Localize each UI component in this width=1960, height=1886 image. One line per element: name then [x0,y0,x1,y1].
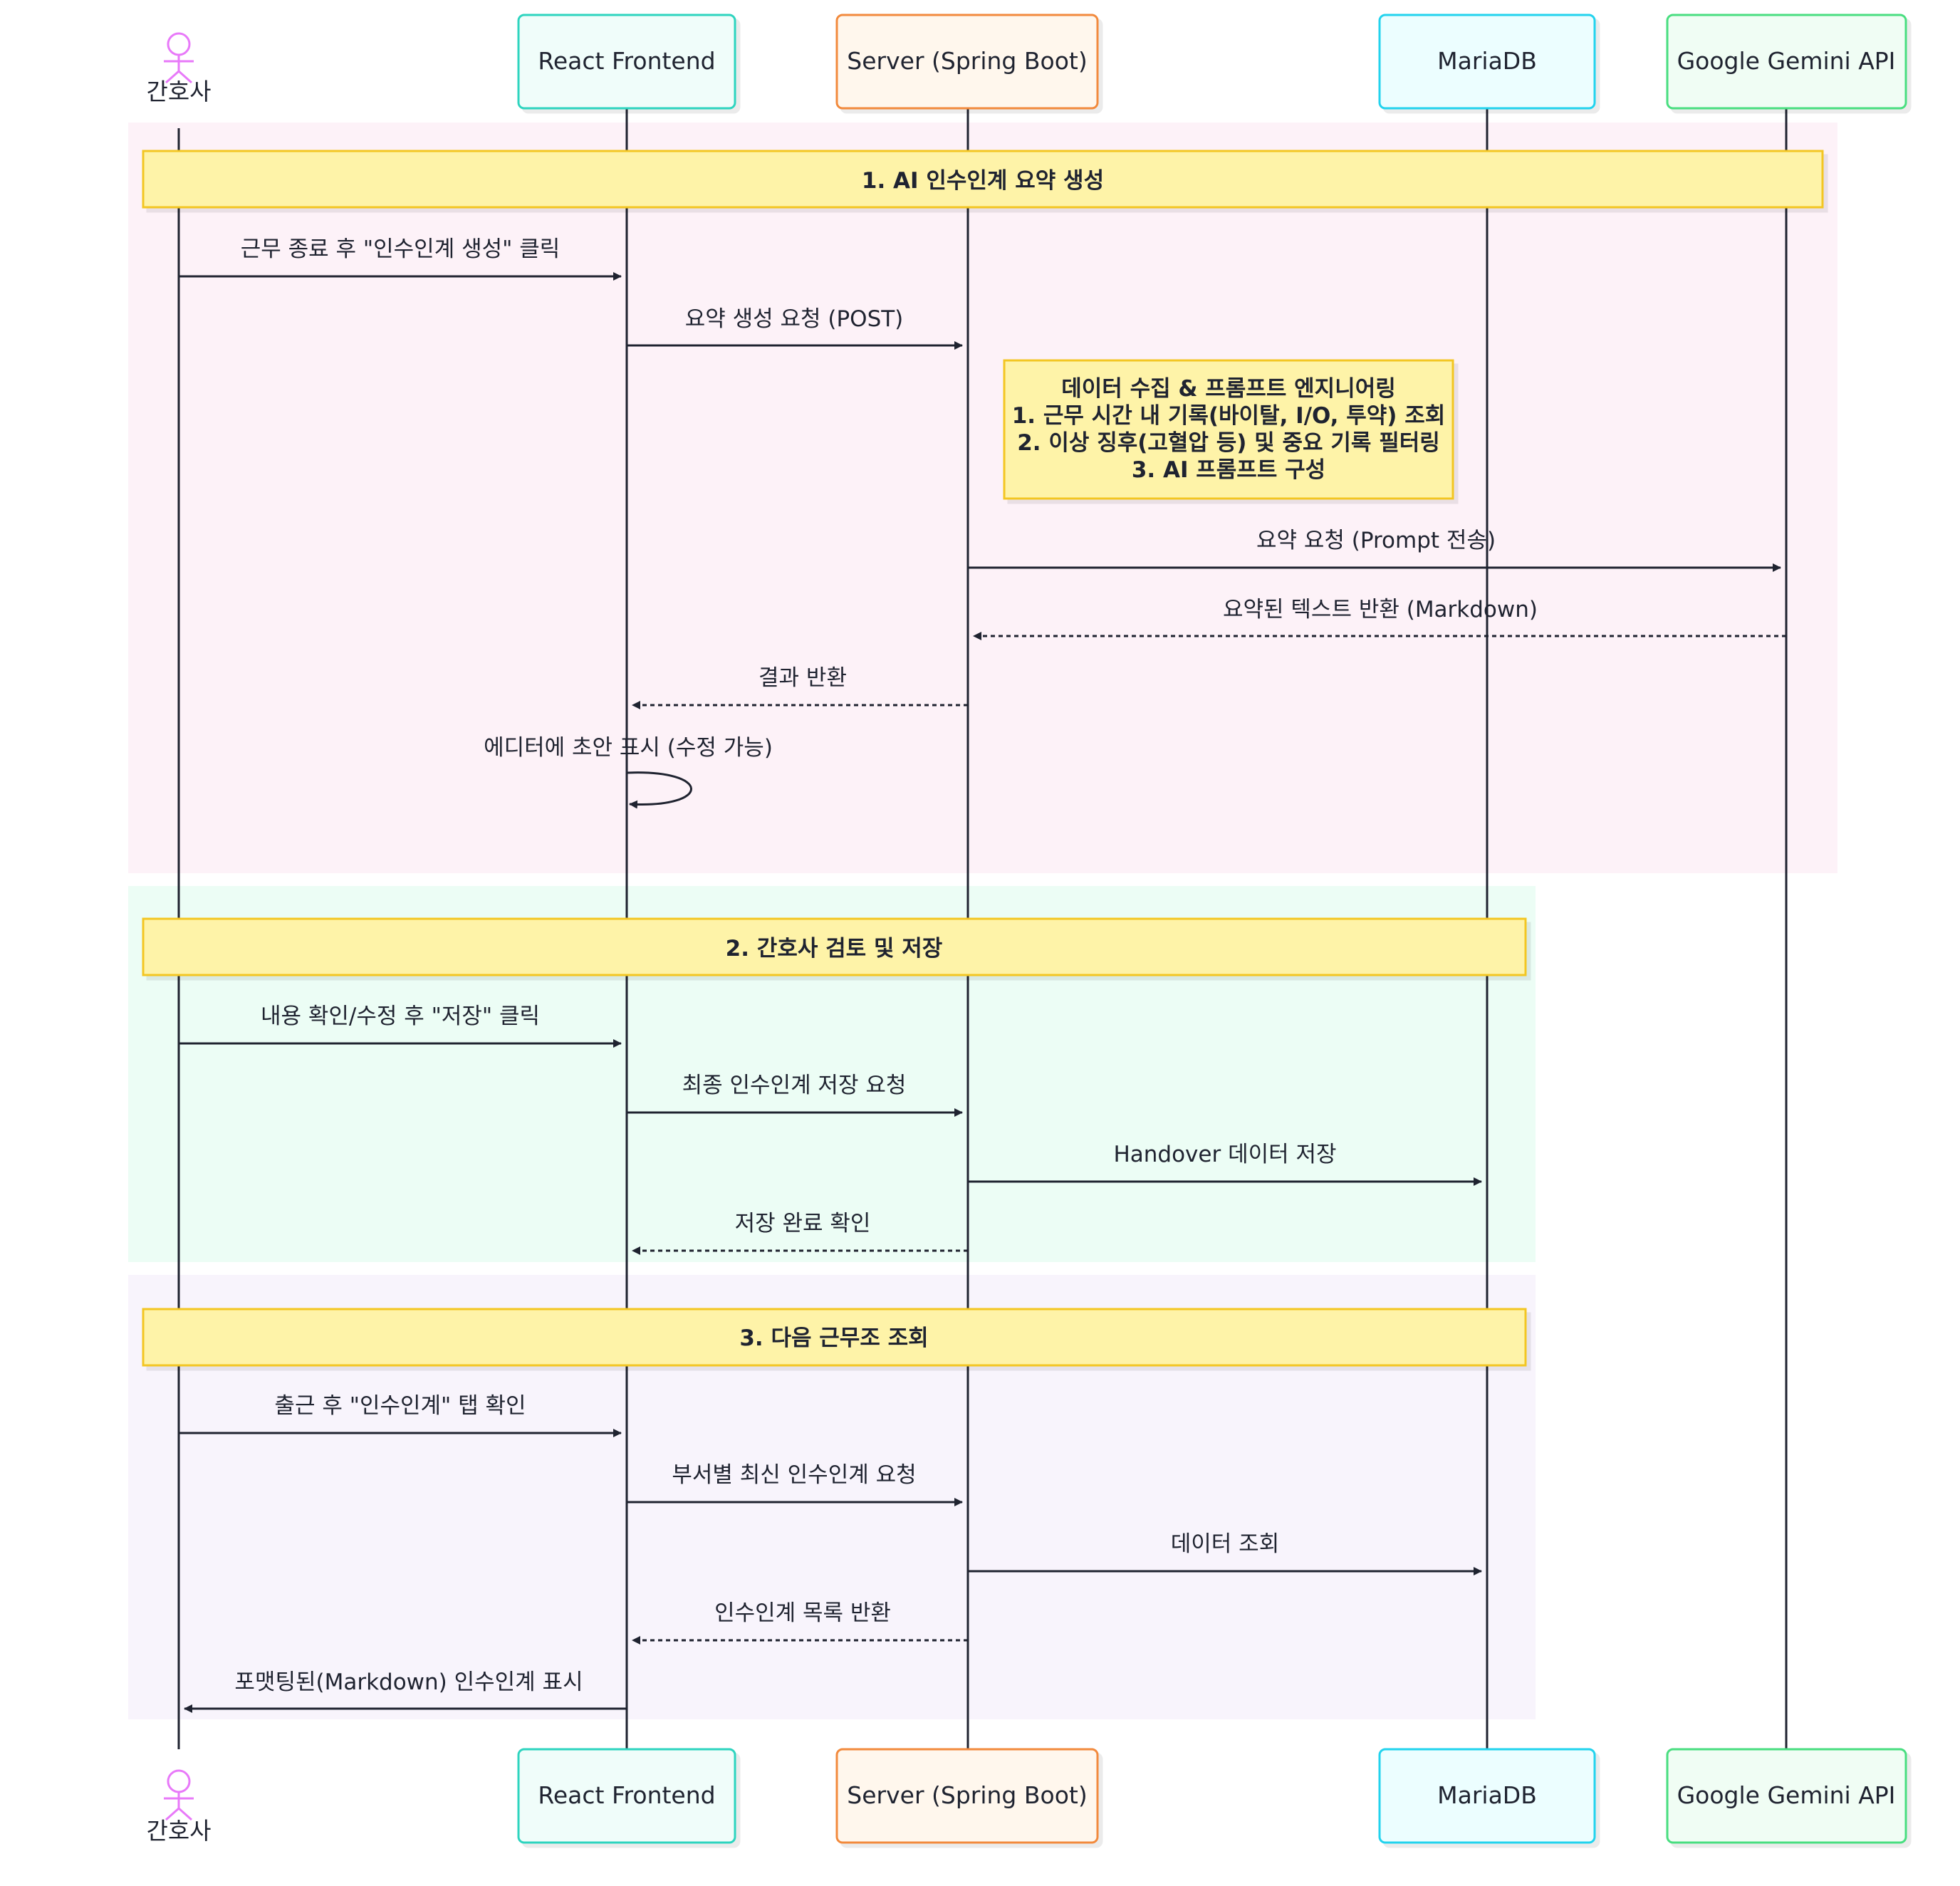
person-icon [164,32,194,84]
note-line: 2. 이상 징후(고혈압 등) 및 중요 기록 필터링 [1017,430,1440,456]
message-label: 에디터에 초안 표시 (수정 가능) [484,735,773,761]
section-title: 2. 간호사 검토 및 저장 [726,936,943,962]
message-4: 요약된 텍스트 반환 (Markdown) [973,597,1786,640]
actor-nurse-top: 간호사 [146,32,212,105]
message-1: 근무 종료 후 "인수인계 생성" 클릭 [179,236,622,281]
actor-nurse-bottom: 간호사 [146,1769,212,1845]
message-label: 내용 확인/수정 후 "저장" 클릭 [261,1004,540,1029]
participant-label: Server (Spring Boot) [847,47,1087,75]
message-label: 인수인계 목록 반환 [714,1600,891,1626]
message-2: 요약 생성 요청 (POST) [627,306,963,350]
actor-label: 간호사 [146,1817,211,1845]
message-label: 요약 요청 (Prompt 전송) [1256,528,1496,553]
participant-label: React Frontend [538,1781,715,1809]
participant-gemini-top: Google Gemini API [1666,14,1907,110]
message-12: 부서별 최신 인수인계 요청 [627,1462,963,1506]
message-label: 결과 반환 [759,665,847,691]
message-7: 내용 확인/수정 후 "저장" 클릭 [179,1004,622,1048]
message-label: 포맷팅된(Markdown) 인수인계 표시 [234,1669,583,1695]
note-data-collection: 데이터 수집 & 프롬프트 엔지니어링 1. 근무 시간 내 기록(바이탈, I… [1003,359,1454,500]
message-label: 부서별 최신 인수인계 요청 [672,1462,916,1488]
note-line: 3. AI 프롬프트 구성 [1132,457,1325,483]
section-1-background [128,123,1838,873]
participant-db-top: MariaDB [1378,14,1596,110]
participant-server-bottom: Server (Spring Boot) [835,1748,1099,1844]
section-1-title-box: 1. AI 인수인계 요약 생성 [142,150,1824,209]
message-label: 요약 생성 요청 (POST) [685,306,904,332]
message-10: 저장 완료 확인 [632,1211,968,1255]
message-8: 최종 인수인계 저장 요청 [627,1073,963,1117]
person-icon [164,1769,194,1821]
participant-label: Google Gemini API [1677,1781,1896,1809]
participant-db-bottom: MariaDB [1378,1748,1596,1844]
message-label: 저장 완료 확인 [735,1211,871,1236]
participant-label: Server (Spring Boot) [847,1781,1087,1809]
section-3-title-box: 3. 다음 근무조 조회 [142,1308,1527,1367]
message-3: 요약 요청 (Prompt 전송) [968,528,1781,572]
participant-gemini-bottom: Google Gemini API [1666,1748,1907,1844]
message-11: 출근 후 "인수인계" 탭 확인 [179,1393,622,1437]
participant-label: MariaDB [1437,47,1537,75]
message-label: 출근 후 "인수인계" 탭 확인 [274,1393,526,1419]
actor-label: 간호사 [146,78,211,105]
participant-react-bottom: React Frontend [517,1748,736,1844]
message-9: Handover 데이터 저장 [968,1142,1482,1186]
message-13: 데이터 조회 [968,1531,1482,1575]
participant-label: MariaDB [1437,1781,1537,1809]
message-14: 인수인계 목록 반환 [632,1600,968,1645]
message-label: 최종 인수인계 저장 요청 [682,1073,907,1098]
section-title: 1. AI 인수인계 요약 생성 [862,168,1104,194]
section-2-title-box: 2. 간호사 검토 및 저장 [142,917,1527,976]
message-label: 데이터 조회 [1171,1531,1279,1557]
participant-label: React Frontend [538,47,715,75]
message-label: Handover 데이터 저장 [1113,1142,1336,1167]
note-line: 데이터 수집 & 프롬프트 엔지니어링 [1061,376,1395,402]
section-title: 3. 다음 근무조 조회 [739,1325,928,1351]
message-label: 요약된 텍스트 반환 (Markdown) [1223,597,1538,622]
message-5: 결과 반환 [632,665,968,709]
message-6-self: 에디터에 초안 표시 (수정 가능) [484,735,773,809]
message-15: 포맷팅된(Markdown) 인수인계 표시 [184,1669,627,1713]
participant-react-top: React Frontend [517,14,736,110]
participant-server-top: Server (Spring Boot) [835,14,1099,110]
message-label: 근무 종료 후 "인수인계 생성" 클릭 [241,236,561,262]
participant-label: Google Gemini API [1677,47,1896,75]
note-line: 1. 근무 시간 내 기록(바이탈, I/O, 투약) 조회 [1012,403,1446,429]
